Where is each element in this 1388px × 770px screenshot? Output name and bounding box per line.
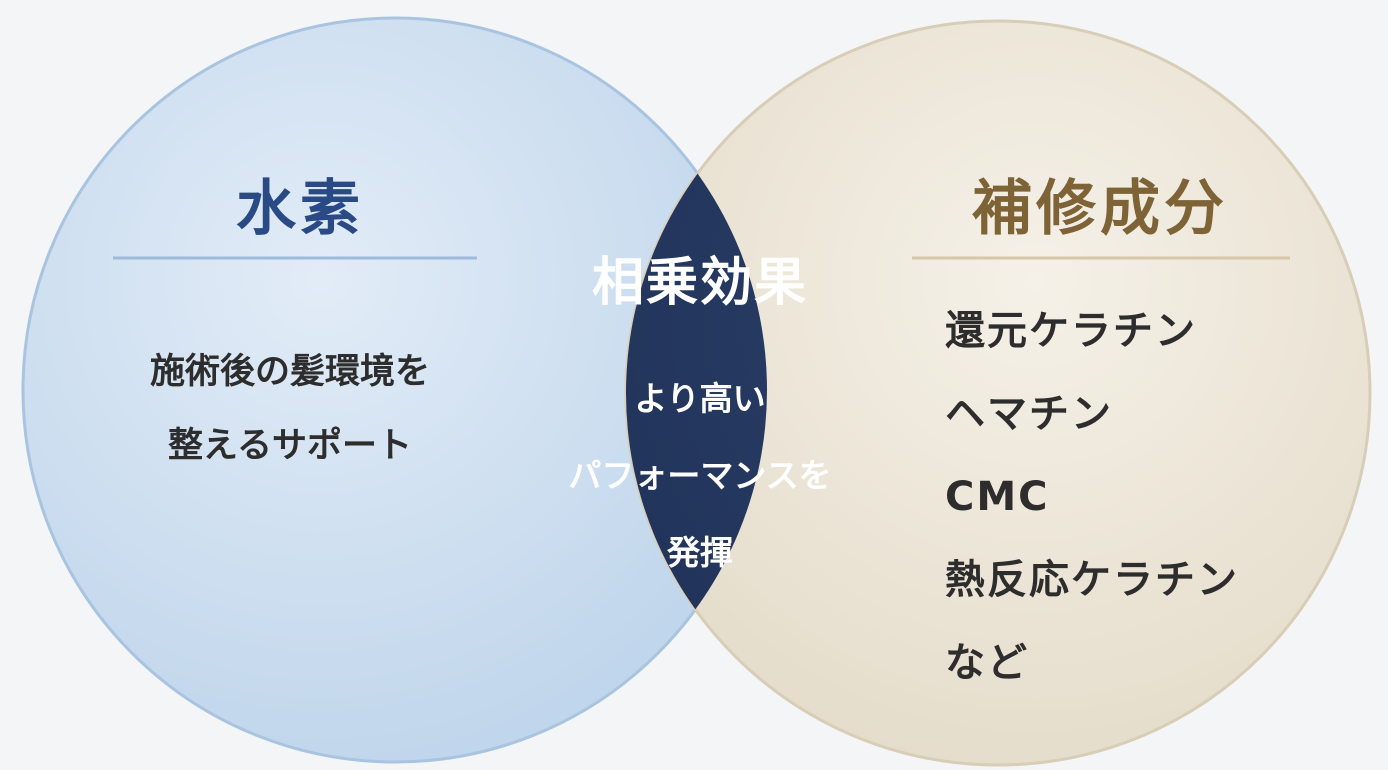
ingredient-item: など: [945, 640, 1029, 686]
left-description: 施術後の髪環境を 整えるサポート: [149, 352, 430, 466]
right-title: 補修成分: [972, 174, 1228, 244]
ingredient-item: ヘマチン: [945, 391, 1113, 437]
center-title: 相乗効果: [591, 253, 808, 313]
ingredient-item: 熱反応ケラチン: [945, 557, 1239, 603]
center-description: より高い パフォーマンスを 発揮: [568, 379, 832, 572]
ingredient-list: 還元ケラチン ヘマチン CMC 熱反応ケラチン など: [945, 290, 1239, 705]
left-title: 水素: [236, 174, 364, 244]
ingredient-item: 還元ケラチン: [945, 308, 1197, 354]
ingredient-item: CMC: [945, 474, 1050, 520]
